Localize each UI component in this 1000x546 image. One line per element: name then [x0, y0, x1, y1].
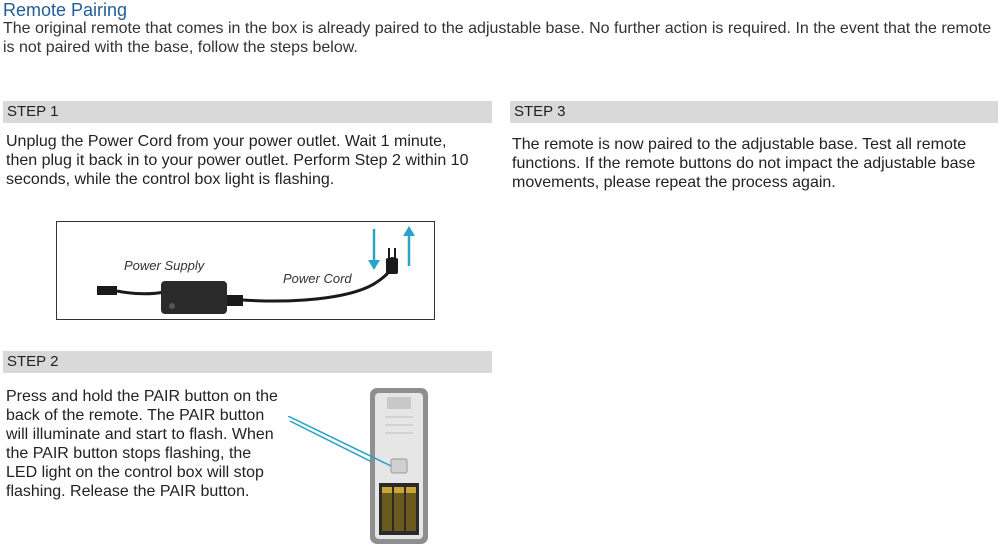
step-2-text: Press and hold the PAIR button on the ba… [6, 388, 278, 500]
power-supply-figure: Power Supply Power Cord [56, 221, 435, 320]
step-1-header: STEP 1 [3, 101, 492, 123]
power-cord-label: Power Cord [283, 271, 352, 286]
intro-paragraph: The original remote that comes in the bo… [3, 20, 992, 56]
pair-pointer-arrow [288, 416, 392, 467]
power-supply-illustration [97, 226, 415, 314]
power-supply-label: Power Supply [124, 258, 205, 273]
step-3-header: STEP 3 [510, 101, 998, 123]
page-title: Remote Pairing [3, 0, 128, 20]
step-3-text: The remote is now paired to the adjustab… [512, 136, 976, 191]
remote-back-illustration [370, 388, 428, 544]
step-1-text: Unplug the Power Cord from your power ou… [6, 133, 469, 188]
step-2-header: STEP 2 [3, 351, 492, 373]
